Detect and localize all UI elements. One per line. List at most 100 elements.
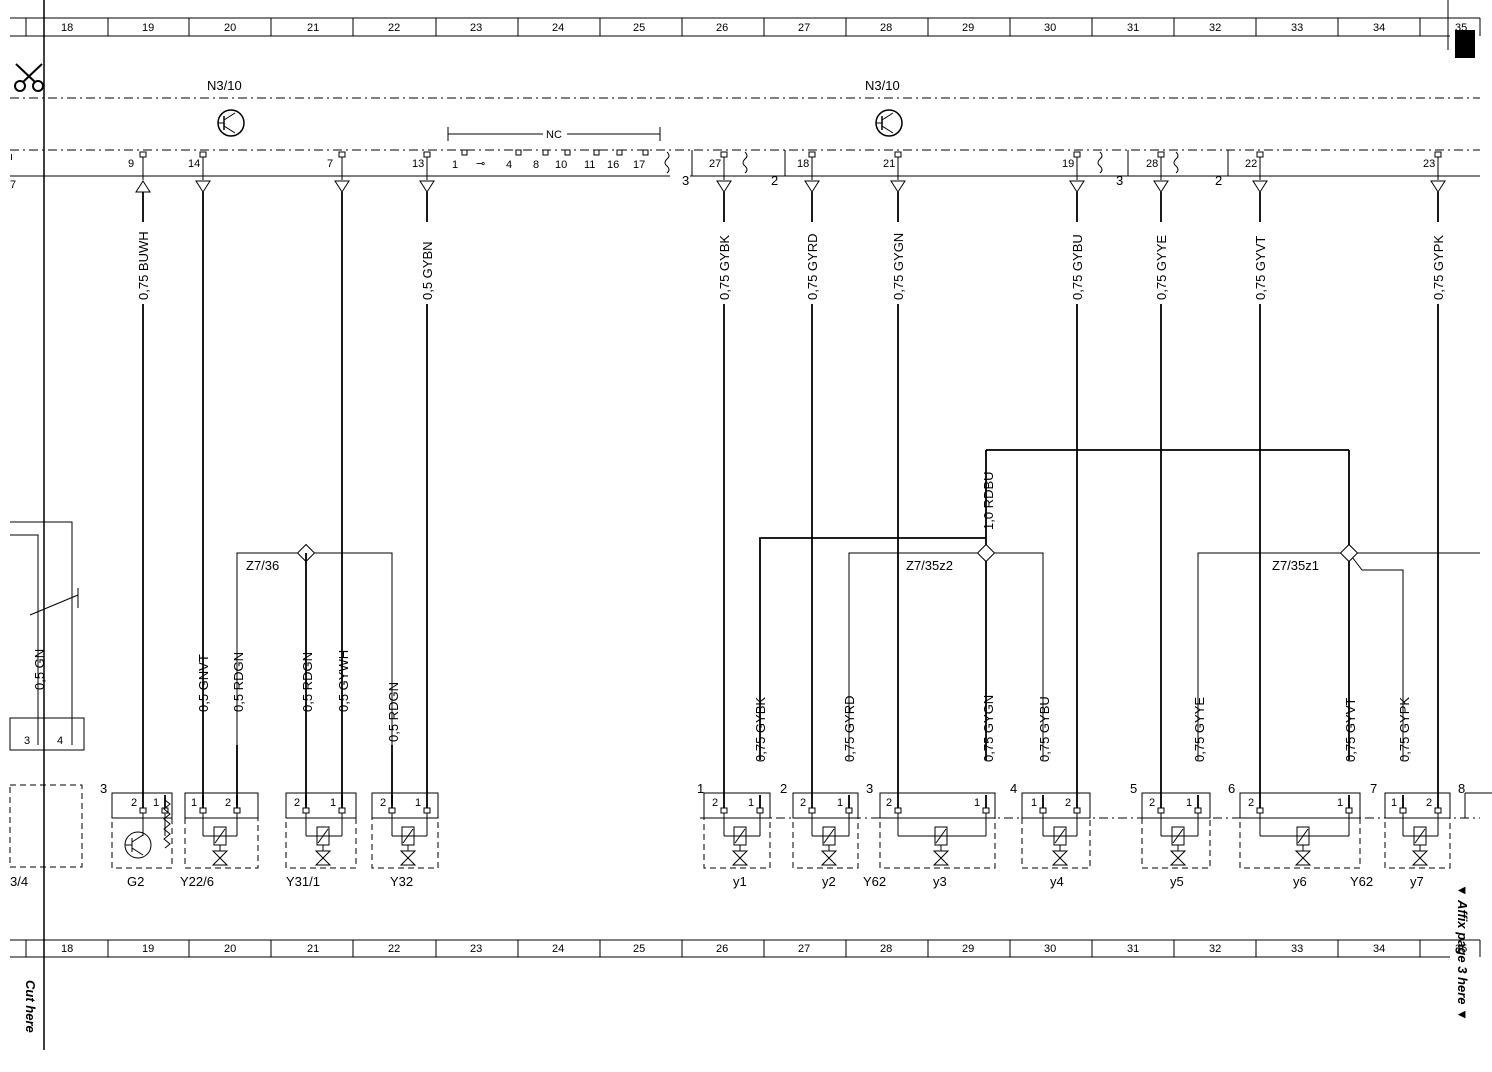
component-label: Y22/6 bbox=[180, 874, 214, 889]
pin-marker bbox=[1194, 807, 1202, 814]
column-number: 26 bbox=[716, 22, 728, 34]
pin-number: 2 bbox=[131, 797, 137, 809]
valve-icon bbox=[820, 850, 838, 866]
pin-marker bbox=[982, 807, 990, 814]
pin-marker bbox=[720, 807, 728, 814]
valve-icon bbox=[399, 850, 417, 866]
pin-number: 2 bbox=[294, 797, 300, 809]
resistor-icon bbox=[163, 799, 171, 849]
component-edge: 8 bbox=[1458, 781, 1492, 818]
pin-number: 2 bbox=[1248, 797, 1254, 809]
wire-label: 0,75 GYBU bbox=[1037, 696, 1052, 762]
pin-marker bbox=[338, 151, 346, 158]
wire-label: 0,5 GYWH bbox=[336, 650, 351, 712]
pin-marker bbox=[894, 151, 902, 158]
component-label: y4 bbox=[1050, 874, 1064, 889]
splice-label: Z7/36 bbox=[246, 558, 279, 573]
column-number: 18 bbox=[61, 22, 73, 34]
wire-label: 0,75 GYPK bbox=[1397, 697, 1412, 762]
pin-marker bbox=[808, 151, 816, 158]
connector-group-number: 2 bbox=[1215, 173, 1222, 188]
pin-number: 1 bbox=[1031, 797, 1037, 809]
component-label: Y31/1 bbox=[286, 874, 320, 889]
column-number: 28 bbox=[880, 943, 892, 955]
pin-marker bbox=[1073, 807, 1081, 814]
pin-marker bbox=[1399, 807, 1407, 814]
column-number: 26 bbox=[716, 943, 728, 955]
pin-number: 1 bbox=[330, 797, 336, 809]
wire-label: 0,75 BUWH bbox=[136, 231, 151, 300]
column-number: 30 bbox=[1044, 22, 1056, 34]
signal-arrow-icon bbox=[804, 180, 820, 193]
signal-arrow-icon bbox=[334, 180, 350, 193]
pin-marker bbox=[139, 807, 147, 814]
signal-arrow-icon bbox=[1069, 180, 1085, 193]
nc-pin-number: 8 bbox=[533, 159, 539, 171]
pin-number: 22 bbox=[1245, 158, 1257, 170]
scissors-icon bbox=[14, 63, 44, 92]
transistor-icon bbox=[217, 109, 245, 137]
pin-marker bbox=[1157, 807, 1165, 814]
column-number: 25 bbox=[633, 943, 645, 955]
nc-pin-number: 4 bbox=[506, 159, 512, 171]
component-number: 5 bbox=[1130, 781, 1137, 796]
pin-marker bbox=[388, 807, 396, 814]
component-number: 6 bbox=[1228, 781, 1235, 796]
connector-group-number: 3 bbox=[1116, 173, 1123, 188]
edge-fragment: 7 bbox=[10, 179, 16, 191]
column-number: 32 bbox=[1209, 943, 1221, 955]
wire-label: 0,75 GYVT bbox=[1343, 698, 1358, 762]
valve-icon bbox=[932, 850, 950, 866]
component-number: 4 bbox=[1010, 781, 1017, 796]
pin-number: 1 bbox=[153, 797, 159, 809]
pin-number: 23 bbox=[1423, 158, 1435, 170]
valve-icon bbox=[1051, 850, 1069, 866]
splice-node bbox=[976, 543, 996, 563]
column-number: 31 bbox=[1127, 22, 1139, 34]
pin-number: 28 bbox=[1146, 158, 1158, 170]
affix-page-label: ▼ Affix page 3 here ▼ bbox=[1455, 884, 1470, 1021]
column-number: 27 bbox=[798, 943, 810, 955]
pin-number: 1 bbox=[1391, 797, 1397, 809]
component-label: y7 bbox=[1410, 874, 1424, 889]
pin-number: 2 bbox=[1149, 797, 1155, 809]
pin-marker bbox=[845, 807, 853, 814]
pin-marker bbox=[756, 807, 764, 814]
nc-label: NC bbox=[546, 129, 562, 141]
signal-arrow-icon bbox=[419, 180, 435, 193]
column-number: 30 bbox=[1044, 943, 1056, 955]
column-number: 19 bbox=[142, 22, 154, 34]
column-number: 29 bbox=[962, 22, 974, 34]
pin-number: 1 bbox=[1337, 797, 1343, 809]
wire-label: 0,5 RDGN bbox=[231, 652, 246, 712]
pin-number: 19 bbox=[1062, 158, 1074, 170]
nc-pin-number: 11 bbox=[584, 159, 595, 171]
valve-icon bbox=[1169, 850, 1187, 866]
component-label: y6 bbox=[1293, 874, 1307, 889]
signal-arrow-icon bbox=[1252, 180, 1268, 193]
wire-label: 0,75 GYGN bbox=[981, 695, 996, 762]
group-label: Y62 bbox=[863, 874, 886, 889]
cut-here-label: Cut here bbox=[23, 980, 38, 1033]
valve-icon bbox=[731, 850, 749, 866]
wire-label: 0,75 GYYE bbox=[1192, 697, 1207, 762]
wire-label: 0,5 RDGN bbox=[386, 682, 401, 742]
column-number: 33 bbox=[1291, 22, 1303, 34]
pin-number: 2 bbox=[1065, 797, 1071, 809]
component-number: 1 bbox=[697, 781, 704, 796]
wire-label: 0,75 GYYE bbox=[1154, 235, 1169, 300]
pin-marker bbox=[808, 807, 816, 814]
component-label: y5 bbox=[1170, 874, 1184, 889]
pin-marker bbox=[642, 149, 649, 156]
signal-arrow-icon bbox=[195, 180, 211, 193]
component-number: 3 bbox=[100, 781, 107, 796]
component-number: 8 bbox=[1458, 781, 1465, 796]
component-y4: 4 1 2 y4 bbox=[1010, 781, 1091, 889]
column-number: 28 bbox=[880, 22, 892, 34]
